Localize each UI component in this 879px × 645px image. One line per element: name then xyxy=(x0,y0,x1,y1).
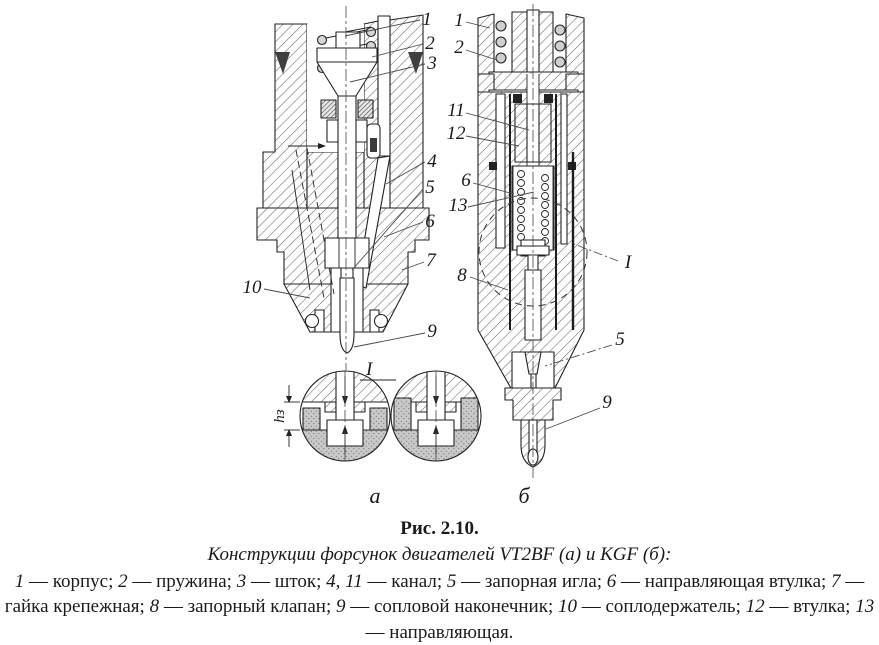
callout-a-10: 10 xyxy=(243,277,263,298)
hidden-channel-a-2 xyxy=(306,147,335,295)
callout-b-13: 13 xyxy=(449,195,468,216)
legend-item-text: — канал; xyxy=(362,571,447,593)
legend-item-number: 8 xyxy=(149,596,160,618)
detail-view-right xyxy=(390,370,482,462)
legend-item-text: — сопловой наконечник; xyxy=(345,596,558,618)
legend-item-number: 9 xyxy=(335,596,346,618)
needle-a xyxy=(339,267,355,354)
insert-a-right xyxy=(355,151,365,209)
detail-view-left: hз xyxy=(272,370,391,462)
figure-canvas: hз I xyxy=(243,4,633,508)
gland-a-right xyxy=(357,99,374,119)
figure-legend: 1 — корпус; 2 — пружина; 3 — шток; 4, 11… xyxy=(4,569,875,644)
legend-item-number: 7 xyxy=(831,571,841,593)
body-b-right-wall-top xyxy=(565,13,585,75)
spring-b-inner xyxy=(512,166,554,250)
legend-item-number: 2 xyxy=(118,571,128,593)
callout-a-7: 7 xyxy=(426,250,437,271)
legend-item-text: — втулка; xyxy=(764,596,856,618)
legend-item-number: 6 xyxy=(606,571,617,593)
body-b-right-joint xyxy=(565,73,585,93)
hidden-channel-a-1 xyxy=(295,149,325,299)
body-b-left-wall-top xyxy=(477,13,495,75)
spring-b-top xyxy=(495,20,566,68)
callout-b-6: 6 xyxy=(461,170,471,191)
seal-b-2 xyxy=(544,94,553,103)
legend-item-text: — корпус; xyxy=(24,571,119,593)
legend-item-number: 1 xyxy=(14,571,25,593)
detail-circle-right xyxy=(390,370,482,462)
legend-item-text: — запорный клапан; xyxy=(159,596,336,618)
detail-ref-b-label: I xyxy=(624,252,633,273)
port-a-left xyxy=(304,313,320,329)
body-b-left-joint xyxy=(477,73,495,93)
legend-item-text: — пружина; xyxy=(127,571,237,593)
detail-ref-a-label: I xyxy=(365,359,374,380)
callout-b-9: 9 xyxy=(602,392,612,413)
callouts-b: 1 2 11 12 6 13 8 I 5 9 xyxy=(447,10,633,430)
gap-dimension-label: hз xyxy=(272,409,288,423)
flow-arrow-a xyxy=(318,143,326,149)
sublabel-a: а xyxy=(370,483,381,508)
figure-number: Рис. 2.10. xyxy=(400,518,479,539)
seal-b-3 xyxy=(489,162,497,170)
legend-item-number: 5 xyxy=(446,571,457,593)
legend-item-number: 13 xyxy=(855,596,875,618)
detail-ref-a: I xyxy=(360,359,396,381)
callout-b-11: 11 xyxy=(447,100,465,121)
channel-fitting-a-core xyxy=(370,138,377,152)
gap-dimension: hз xyxy=(272,385,300,447)
callout-a-9: 9 xyxy=(427,321,437,342)
legend-item-text: — направляющая втулка; xyxy=(616,571,832,593)
hex-coupling-a xyxy=(324,237,370,269)
legend-item-text: — направляющая. xyxy=(365,621,514,643)
callout-a-2: 2 xyxy=(425,33,435,54)
side-channel-b-left xyxy=(495,93,506,249)
callout-b-12: 12 xyxy=(447,123,467,144)
callout-b-2: 2 xyxy=(454,37,464,58)
legend-item-number: 10 xyxy=(557,596,577,618)
detail-circle-left xyxy=(299,370,391,462)
figure-caption: Рис. 2.10. Конструкции форсунок двигател… xyxy=(0,517,879,645)
injector-b-drawing xyxy=(477,4,588,478)
callout-b-1: 1 xyxy=(454,10,464,31)
sublabel-b: б xyxy=(518,483,530,508)
legend-item-text: — гайка крепежная; xyxy=(4,571,865,618)
cone-edge-a xyxy=(291,169,311,291)
callout-a-3: 3 xyxy=(426,53,437,74)
legend-item-number: 4, 11 xyxy=(326,571,363,593)
callout-a-1: 1 xyxy=(422,9,432,30)
figure-title: Конструкции форсунок двигателей VT2BF (а… xyxy=(207,543,672,565)
stud-a-right xyxy=(408,52,423,74)
stem-a xyxy=(316,31,378,239)
legend-item-number: 12 xyxy=(745,596,765,618)
seal-b-1 xyxy=(513,94,522,103)
legend-item-text: — соплодержатель; xyxy=(576,596,746,618)
callout-b-8: 8 xyxy=(457,265,467,286)
body-a-left-wall xyxy=(262,23,308,209)
stud-a-left xyxy=(275,52,290,74)
callout-a-5: 5 xyxy=(425,177,435,198)
legend-item-text: — запорная игла; xyxy=(456,571,607,593)
gland-a-left xyxy=(320,99,337,119)
legend-item-text: — шток; xyxy=(246,571,327,593)
port-a-right xyxy=(373,313,389,329)
fuel-column-a xyxy=(377,15,391,157)
callout-b-5: 5 xyxy=(615,329,625,350)
injector-a-drawing xyxy=(256,6,430,370)
side-channel-b-right xyxy=(560,93,568,245)
callout-a-4: 4 xyxy=(427,151,437,172)
legend-item-number: 3 xyxy=(236,571,247,593)
callout-a-6: 6 xyxy=(425,211,435,232)
insert-a-left xyxy=(306,151,339,209)
callouts-a: 1 2 3 4 5 6 7 9 10 xyxy=(243,9,437,348)
